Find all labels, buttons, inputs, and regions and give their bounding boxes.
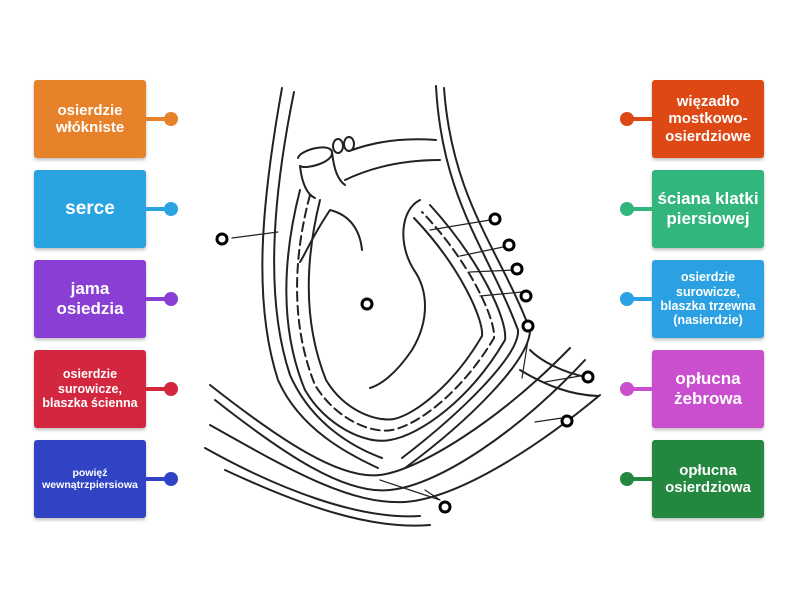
label-text: osierdzie surowicze, blaszka trzewna (na… [660,270,756,328]
label-oplucna-osierdziowa[interactable]: opłucna osierdziowa [620,440,764,518]
drop-target-9[interactable] [560,414,574,428]
label-oplucna-zebrowa[interactable]: opłucna żebrowa [620,350,764,428]
label-text: serce [65,198,115,220]
connector [620,112,652,126]
drop-target-6[interactable] [360,297,374,311]
connector-dot [164,382,178,396]
connector-dot [620,382,634,396]
label-text: osierdzie włókniste [55,101,125,136]
label-text: jama osiedzia [56,279,124,318]
connector [146,112,178,126]
label-text: powięź wewnątrzpiersiowa [42,466,138,491]
label-osierdzie-surowicze-trzewna[interactable]: osierdzie surowicze, blaszka trzewna (na… [620,260,764,338]
connector-dot [620,472,634,486]
connector-dot [164,292,178,306]
connector [146,472,178,486]
connector-dot [620,292,634,306]
connector [146,292,178,306]
label-text: opłucna żebrowa [673,369,743,408]
label-osierdzie-surowicze-sciennа[interactable]: osierdzie surowicze, blaszka ścienna [34,350,178,428]
drop-target-1[interactable] [215,232,229,246]
label-wiezadlo-mostkowo-osierdziowe[interactable]: więzadło mostkowo-osierdziowe [620,80,764,158]
label-powiez-wewnatrzpiersiowa[interactable]: powięź wewnątrzpiersiowa [34,440,178,518]
label-sciana-klatki-piersiowej[interactable]: ściana klatki piersiowej [620,170,764,248]
drop-target-7[interactable] [521,319,535,333]
drop-target-8[interactable] [581,370,595,384]
label-text: opłucna osierdziowa [665,461,751,496]
label-text: osierdzie surowicze, blaszka ścienna [42,367,138,411]
drop-target-3[interactable] [502,238,516,252]
connector [620,202,652,216]
connector-dot [620,202,634,216]
drop-target-2[interactable] [488,212,502,226]
drop-target-5[interactable] [519,289,533,303]
connector [146,202,178,216]
connector-dot [164,112,178,126]
label-text: więzadło mostkowo-osierdziowe [665,93,751,145]
label-osierdzie-wloknistе[interactable]: osierdzie włókniste [34,80,178,158]
label-jama-osiedzia[interactable]: jama osiedzia [34,260,178,338]
label-serce[interactable]: serce [34,170,178,248]
connector [146,382,178,396]
drop-target-10[interactable] [438,500,452,514]
connector [620,472,652,486]
connector [620,382,652,396]
connector-dot [164,202,178,216]
connector [620,292,652,306]
connector-dot [620,112,634,126]
drop-target-4[interactable] [510,262,524,276]
label-text: ściana klatki piersiowej [657,189,759,228]
connector-dot [164,472,178,486]
